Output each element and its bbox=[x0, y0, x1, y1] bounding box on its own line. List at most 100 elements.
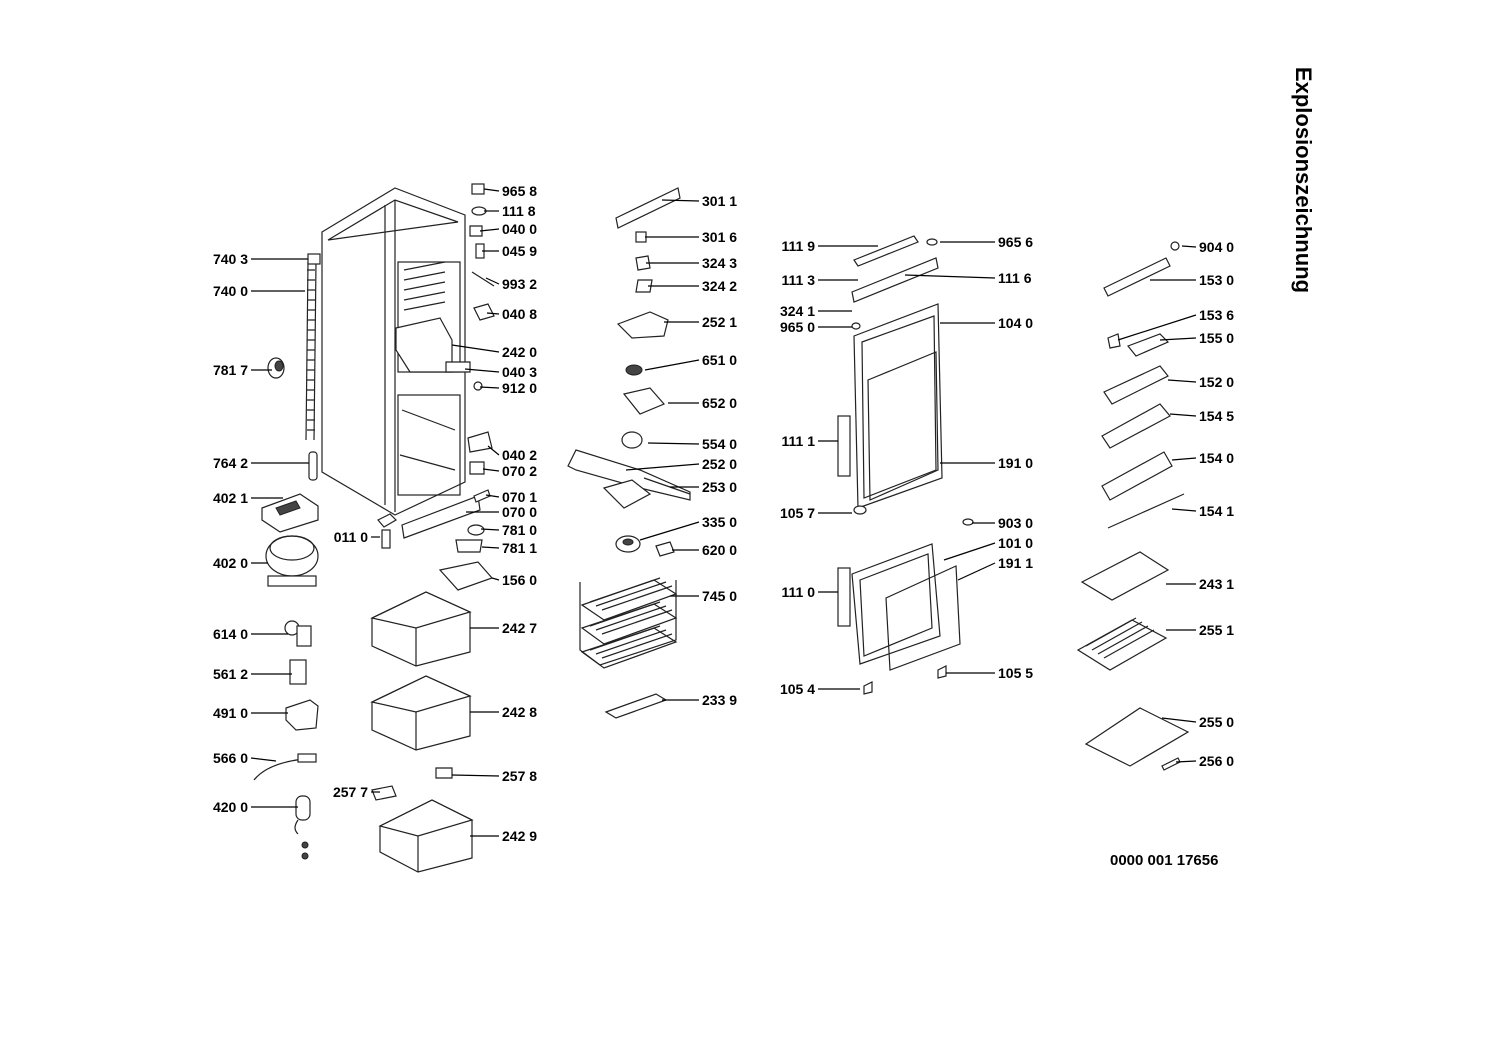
part-label-153-6: 153 6 bbox=[1199, 307, 1235, 323]
part-label-745-0: 745 0 bbox=[702, 588, 738, 604]
part-label-233-9: 233 9 bbox=[702, 692, 738, 708]
part-label-105-7: 105 7 bbox=[779, 505, 815, 521]
freezer-drawers bbox=[370, 591, 474, 873]
part-label-255-1: 255 1 bbox=[1199, 622, 1235, 638]
part-label-904-0: 904 0 bbox=[1199, 239, 1235, 255]
leader-line bbox=[957, 562, 996, 581]
part-label-781-7: 781 7 bbox=[212, 362, 248, 378]
part-label-257-8: 257 8 bbox=[502, 768, 538, 784]
part-label-781-0: 781 0 bbox=[502, 522, 538, 538]
part-label-154-0: 154 0 bbox=[1199, 450, 1235, 466]
leader-line bbox=[1171, 457, 1197, 461]
part-label-070-1: 070 1 bbox=[502, 489, 538, 505]
leader-line bbox=[1175, 760, 1197, 763]
part-label-040-3: 040 3 bbox=[502, 364, 538, 380]
part-label-965-8: 965 8 bbox=[502, 183, 538, 199]
part-label-040-0: 040 0 bbox=[502, 221, 538, 237]
part-label-105-4: 105 4 bbox=[779, 681, 815, 697]
part-label-152-0: 152 0 bbox=[1199, 374, 1235, 390]
leader-line bbox=[479, 228, 500, 232]
part-label-242-0: 242 0 bbox=[502, 344, 538, 360]
control-parts bbox=[567, 187, 691, 557]
part-label-324-2: 324 2 bbox=[702, 278, 738, 294]
part-label-253-0: 253 0 bbox=[702, 479, 738, 495]
part-label-324-3: 324 3 bbox=[702, 255, 738, 271]
part-label-620-0: 620 0 bbox=[702, 542, 738, 558]
part-label-491-0: 491 0 bbox=[212, 705, 248, 721]
part-label-040-2: 040 2 bbox=[502, 447, 538, 463]
part-label-011-0: 011 0 bbox=[333, 529, 368, 545]
leader-line bbox=[481, 546, 500, 549]
part-label-965-0: 965 0 bbox=[779, 319, 815, 335]
part-label-111-0: 111 0 bbox=[781, 584, 816, 600]
part-label-420-0: 420 0 bbox=[212, 799, 248, 815]
leader-line bbox=[904, 274, 996, 279]
leader-line bbox=[451, 774, 500, 777]
leader-line bbox=[644, 359, 700, 371]
part-label-335-0: 335 0 bbox=[702, 514, 738, 530]
doors bbox=[837, 235, 974, 695]
shelves-and-racks bbox=[1076, 241, 1190, 771]
diagram-title: Explosionszeichnung bbox=[1291, 66, 1316, 294]
part-label-256-0: 256 0 bbox=[1199, 753, 1235, 769]
leader-line bbox=[639, 521, 700, 541]
leader-line bbox=[491, 577, 500, 581]
part-label-242-7: 242 7 bbox=[502, 620, 538, 636]
part-label-105-5: 105 5 bbox=[998, 665, 1034, 681]
refrigerator-cabinet bbox=[321, 187, 493, 516]
part-label-764-2: 764 2 bbox=[212, 455, 248, 471]
part-label-243-1: 243 1 bbox=[1199, 576, 1235, 592]
part-label-740-0: 740 0 bbox=[212, 283, 248, 299]
leader-line bbox=[480, 528, 500, 531]
leader-line bbox=[485, 277, 500, 285]
part-label-301-1: 301 1 bbox=[702, 193, 738, 209]
part-label-040-8: 040 8 bbox=[502, 306, 538, 322]
part-label-070-2: 070 2 bbox=[502, 463, 538, 479]
leader-line bbox=[1167, 379, 1197, 383]
leader-line bbox=[482, 468, 500, 472]
part-label-242-9: 242 9 bbox=[502, 828, 538, 844]
part-label-111-9: 111 9 bbox=[781, 238, 816, 254]
part-label-252-0: 252 0 bbox=[702, 456, 738, 472]
part-label-740-3: 740 3 bbox=[212, 251, 248, 267]
part-label-101-0: 101 0 bbox=[998, 535, 1034, 551]
part-label-153-0: 153 0 bbox=[1199, 272, 1235, 288]
leader-line bbox=[479, 386, 500, 389]
part-label-045-9: 045 9 bbox=[502, 243, 538, 259]
part-label-154-5: 154 5 bbox=[1199, 408, 1235, 424]
part-label-965-6: 965 6 bbox=[998, 234, 1034, 250]
part-label-111-6: 111 6 bbox=[998, 270, 1032, 286]
leader-line bbox=[1181, 245, 1197, 248]
leader-line bbox=[464, 368, 500, 373]
leader-line bbox=[1159, 337, 1197, 341]
leader-line bbox=[625, 463, 700, 471]
part-label-651-0: 651 0 bbox=[702, 352, 738, 368]
part-label-912-0: 912 0 bbox=[502, 380, 538, 396]
part-label-111-1: 111 1 bbox=[781, 433, 816, 449]
leader-line bbox=[486, 312, 500, 315]
evaporator-racks bbox=[579, 577, 678, 719]
part-label-104-0: 104 0 bbox=[998, 315, 1034, 331]
part-label-566-0: 566 0 bbox=[212, 750, 248, 766]
part-label-155-0: 155 0 bbox=[1199, 330, 1235, 346]
part-label-156-0: 156 0 bbox=[502, 572, 538, 588]
part-label-614-0: 614 0 bbox=[212, 626, 248, 642]
part-label-070-0: 070 0 bbox=[502, 504, 538, 520]
part-label-554-0: 554 0 bbox=[702, 436, 738, 452]
part-label-252-1: 252 1 bbox=[702, 314, 738, 330]
document-number: 0000 001 17656 bbox=[1110, 852, 1219, 869]
part-label-191-0: 191 0 bbox=[998, 455, 1034, 471]
leader-line bbox=[485, 494, 500, 498]
part-label-257-7: 257 7 bbox=[332, 784, 368, 800]
leader-line bbox=[451, 344, 500, 353]
condenser bbox=[305, 253, 321, 441]
small-parts-left bbox=[253, 183, 495, 860]
part-label-301-6: 301 6 bbox=[702, 229, 738, 245]
part-label-402-1: 402 1 bbox=[212, 490, 248, 506]
part-label-993-2: 993 2 bbox=[502, 276, 538, 292]
part-label-324-1: 324 1 bbox=[779, 303, 815, 319]
leader-line bbox=[1161, 717, 1197, 723]
leader-line bbox=[647, 442, 700, 445]
